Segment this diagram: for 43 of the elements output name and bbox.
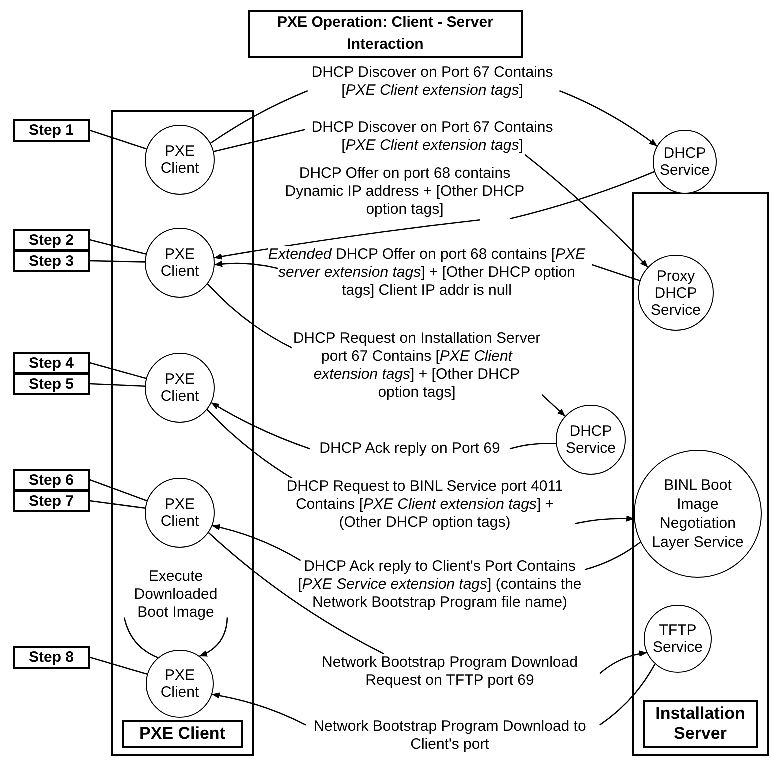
connector-line (90, 260, 146, 263)
step-label: Step 8 (13, 646, 90, 669)
system-panel (111, 110, 254, 756)
system-panel (632, 192, 769, 756)
step-label: Step 6 (13, 469, 90, 491)
connector-line (510, 443, 556, 450)
connector-line (90, 383, 146, 388)
arrow (574, 516, 635, 525)
step-label: Step 1 (13, 119, 90, 142)
connector-line (90, 362, 146, 380)
connector-line (90, 130, 147, 150)
title-box: PXE Operation: Client - Server Interaction (248, 10, 523, 58)
connector-line (584, 542, 641, 571)
connector-line (510, 171, 655, 220)
step-label: Step 7 (13, 490, 90, 512)
arrow (212, 692, 306, 726)
connector-line (90, 656, 148, 676)
connector-line (210, 90, 308, 144)
arrow (214, 260, 279, 270)
connector-line (600, 664, 656, 726)
arrow (212, 524, 302, 562)
step-label: Step 5 (13, 373, 90, 395)
panel-label: Installation Server (643, 700, 758, 748)
arrow (559, 90, 658, 147)
arrow (211, 402, 310, 450)
step-label: Step 2 (13, 229, 90, 251)
connector-line (90, 500, 146, 510)
connector-line (214, 129, 306, 152)
step-label: Step 4 (13, 352, 90, 374)
connector-line (124, 618, 158, 658)
connector-line (90, 479, 148, 502)
connector-line (207, 284, 292, 349)
connector-line (592, 264, 640, 282)
panel-label: PXE Client (122, 720, 243, 748)
connector-line (208, 532, 384, 655)
step-label: Step 3 (13, 250, 90, 272)
connector-line (90, 239, 146, 255)
arrow (524, 154, 648, 268)
arrow (214, 219, 480, 260)
arrow (542, 394, 566, 417)
arrow (600, 650, 648, 674)
message-text: DHCP Request on Installation Server port 67 Contains [PXE Client extension tags] + [Other DHCP option tags] (292, 330, 542, 402)
arrow (199, 618, 228, 657)
